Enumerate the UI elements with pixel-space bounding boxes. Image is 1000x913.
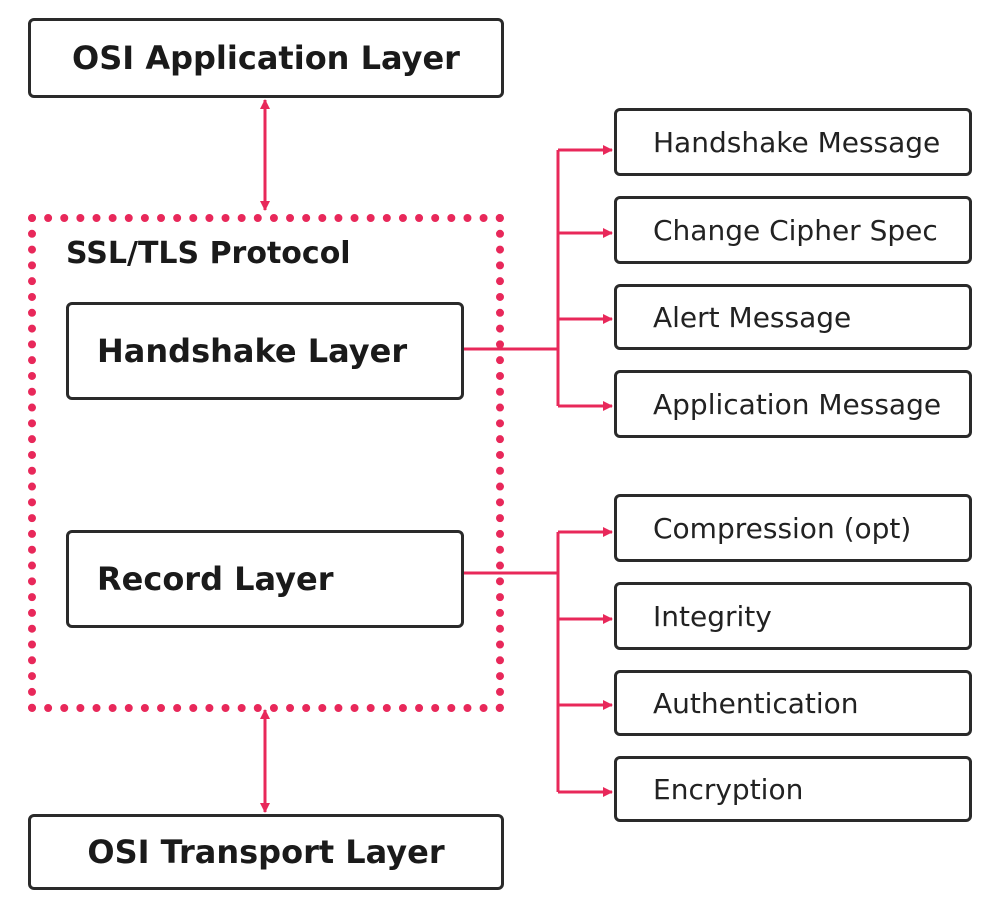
record-layer-label: Record Layer bbox=[97, 560, 334, 598]
handshake-layer-label: Handshake Layer bbox=[97, 332, 408, 370]
alert-message-label: Alert Message bbox=[653, 300, 852, 334]
change-cipher-spec-box: Change Cipher Spec bbox=[614, 196, 972, 264]
authentication-box: Authentication bbox=[614, 670, 972, 736]
application-message-label: Application Message bbox=[653, 387, 942, 421]
osi-transport-layer-box: OSI Transport Layer bbox=[28, 814, 504, 890]
osi-application-layer-box: OSI Application Layer bbox=[28, 18, 504, 98]
handshake-layer-box: Handshake Layer bbox=[66, 302, 464, 400]
compression-box: Compression (opt) bbox=[614, 494, 972, 562]
encryption-label: Encryption bbox=[653, 772, 804, 806]
handshake-message-box: Handshake Message bbox=[614, 108, 972, 176]
integrity-box: Integrity bbox=[614, 582, 972, 650]
osi-application-layer-label: OSI Application Layer bbox=[72, 39, 460, 77]
osi-transport-layer-label: OSI Transport Layer bbox=[87, 833, 445, 871]
encryption-box: Encryption bbox=[614, 756, 972, 822]
record-layer-box: Record Layer bbox=[66, 530, 464, 628]
integrity-label: Integrity bbox=[653, 599, 772, 633]
ssl-tls-protocol-label: SSL/TLS Protocol bbox=[66, 236, 351, 271]
ssl-tls-protocol-frame bbox=[28, 214, 504, 712]
authentication-label: Authentication bbox=[653, 686, 859, 720]
application-message-box: Application Message bbox=[614, 370, 972, 438]
change-cipher-spec-label: Change Cipher Spec bbox=[653, 213, 938, 247]
handshake-message-label: Handshake Message bbox=[653, 125, 941, 159]
compression-label: Compression (opt) bbox=[653, 511, 912, 545]
alert-message-box: Alert Message bbox=[614, 284, 972, 350]
